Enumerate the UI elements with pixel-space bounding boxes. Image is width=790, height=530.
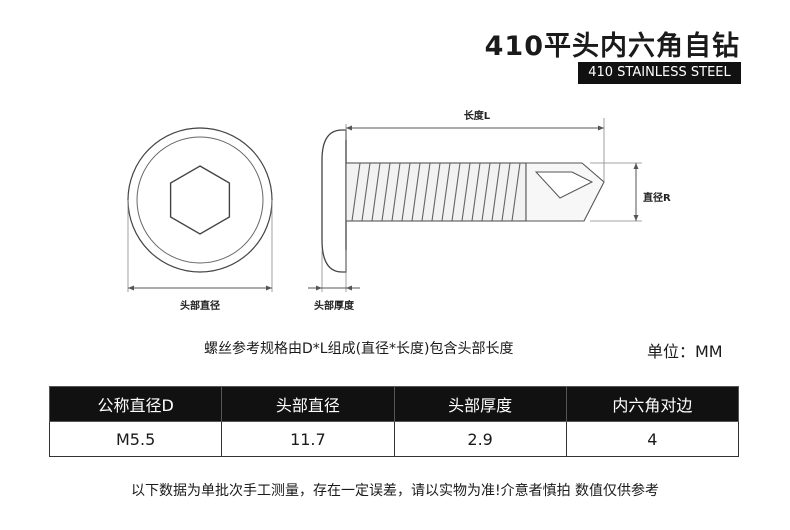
spec-note: 螺丝参考规格由D*L组成(直径*长度)包含头部长度	[204, 341, 514, 357]
head-front-view: 头部直径	[127, 127, 273, 312]
hex-socket-icon	[169, 165, 231, 235]
table-row: M5.5 11.7 2.9 4	[48, 421, 740, 457]
table-header-row: 公称直径D 头部直径 头部厚度 内六角对边	[48, 386, 740, 422]
cell-head-thickness: 2.9	[393, 421, 567, 457]
diameter-label: 直径R	[643, 191, 671, 204]
product-title: 410平头内六角自钻	[484, 31, 740, 62]
material-badge: 410 STAINLESS STEEL	[578, 62, 741, 84]
cell-nominal-diameter: M5.5	[48, 421, 223, 457]
head-diameter-label: 头部直径	[180, 299, 220, 312]
cell-head-diameter: 11.7	[221, 421, 395, 457]
col-header-nominal-diameter: 公称直径D	[48, 386, 223, 422]
cell-hex-across-flats: 4	[565, 421, 740, 457]
col-header-head-diameter: 头部直径	[221, 386, 395, 422]
col-header-head-thickness: 头部厚度	[393, 386, 567, 422]
unit-label: 单位：MM	[647, 342, 723, 361]
disclaimer-footer: 以下数据为单批次手工测量，存在一定误差，请以实物为准!介意者慎拍 数值仅供参考	[130, 483, 660, 499]
screw-side-view: 长度L 直径R 头部厚度	[308, 109, 671, 312]
head-thickness-label: 头部厚度	[314, 299, 355, 312]
spec-table: 公称直径D 头部直径 头部厚度 内六角对边 M5.5 11.7 2.9 4	[48, 386, 740, 457]
col-header-hex-across-flats: 内六角对边	[565, 386, 740, 422]
screw-dimension-drawing: 头部直径	[127, 109, 671, 312]
length-label: 长度L	[464, 109, 491, 122]
